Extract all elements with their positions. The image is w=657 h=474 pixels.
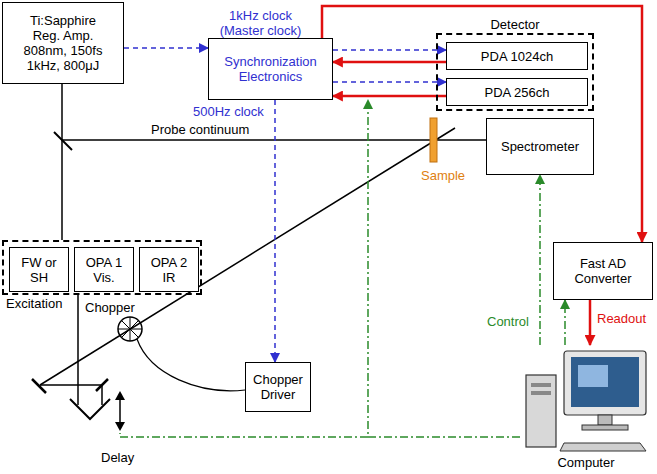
signal-connector [124,47,208,49]
detector-box: PDA 256ch [446,78,588,106]
node-label: Ti:Sapphire Reg. Amp. 808nm, 150fs 1kHz,… [19,13,107,73]
computer-icon [520,345,652,455]
node-label: OPA 2 IR [147,255,191,285]
edge-label: 500Hz clock [192,104,265,119]
excitation-beam [101,385,103,405]
signal-connector [333,61,446,64]
node-label: FW or SH [17,255,61,285]
laser-box: Ti:Sapphire Reg. Amp. 808nm, 150fs 1kHz,… [2,2,124,84]
sample-label: Sample [420,168,466,183]
arrowhead [115,391,125,400]
driver-box: Chopper Driver [245,362,311,412]
arrowhead [115,422,125,431]
spectrometer-box: Spectrometer [486,118,594,175]
edge-label: Readout [596,311,647,326]
node-label: PDA 1024ch [481,49,553,64]
node-label: Chopper Driver [250,372,306,402]
node-heading: Excitation [6,296,62,311]
sync-box: Synchronization Electronics [208,38,333,100]
computer: Computer [520,345,652,472]
edge-label: Control [486,314,530,329]
detector-group: DetectorPDA 1024chPDA 256ch [436,33,594,111]
signal-connector [274,100,276,362]
node-label: Fast AD Converter [568,256,638,286]
edge-label: 1kHz clock (Master clock) [212,8,309,38]
signal-connector [539,175,541,345]
retroreflector [70,399,110,419]
node-heading: Detector [438,17,592,32]
source-box: FW or SH [9,247,69,292]
chopper-cable [137,339,245,391]
signal-connector [589,300,592,345]
node-heading: Computer [520,455,652,470]
chopper-blade [122,321,138,337]
node-label: PDA 256ch [484,85,549,100]
signal-connector [333,81,446,83]
mirror [32,379,46,393]
excitation-group: ExcitationFW or SHOPA 1 Vis.OPA 2 IR [2,240,202,295]
detector-box: PDA 1024ch [446,42,588,70]
node-label: Synchronization Electronics [216,54,326,84]
delay-arrow [119,396,121,426]
mirror [96,379,108,391]
signal-connector [333,95,446,98]
part-label: Delay [100,450,135,465]
chopper-wheel [118,317,142,341]
beam-splitter [54,132,72,150]
signal-connector [322,6,642,242]
control-line [120,433,368,437]
node-label: Spectrometer [501,139,579,154]
node-label: OPA 1 Vis. [82,255,126,285]
excitation-beam [77,295,79,405]
beam-label: Probe continuum [150,122,250,137]
sample-cell [430,118,437,162]
laser-beam [61,84,63,240]
excitation-beam [40,384,102,386]
converter-box: Fast AD Converter [553,242,653,300]
source-box: OPA 2 IR [139,247,199,292]
excitation-beam [40,128,455,385]
probe-beam [62,139,486,141]
signal-connector [564,300,566,345]
chopper-blade [122,321,138,337]
signal-connector [333,49,446,51]
part-label: Chopper [84,300,136,315]
source-box: OPA 1 Vis. [74,247,134,292]
